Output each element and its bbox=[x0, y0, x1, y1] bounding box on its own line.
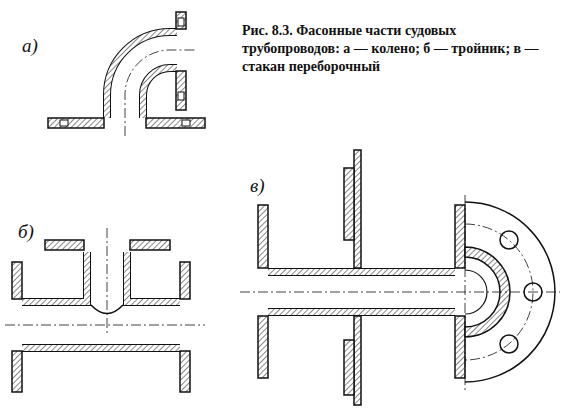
part-label: а) bbox=[22, 36, 38, 56]
part-label: в) bbox=[250, 176, 265, 196]
bulkhead-sleeve-drawing bbox=[240, 150, 560, 405]
elbow-drawing bbox=[48, 12, 205, 136]
tee-drawing bbox=[5, 228, 205, 392]
figure-caption: Рис. 8.3. Фасонные части судовых трубопр… bbox=[242, 22, 547, 76]
part-label: б) bbox=[18, 222, 34, 242]
